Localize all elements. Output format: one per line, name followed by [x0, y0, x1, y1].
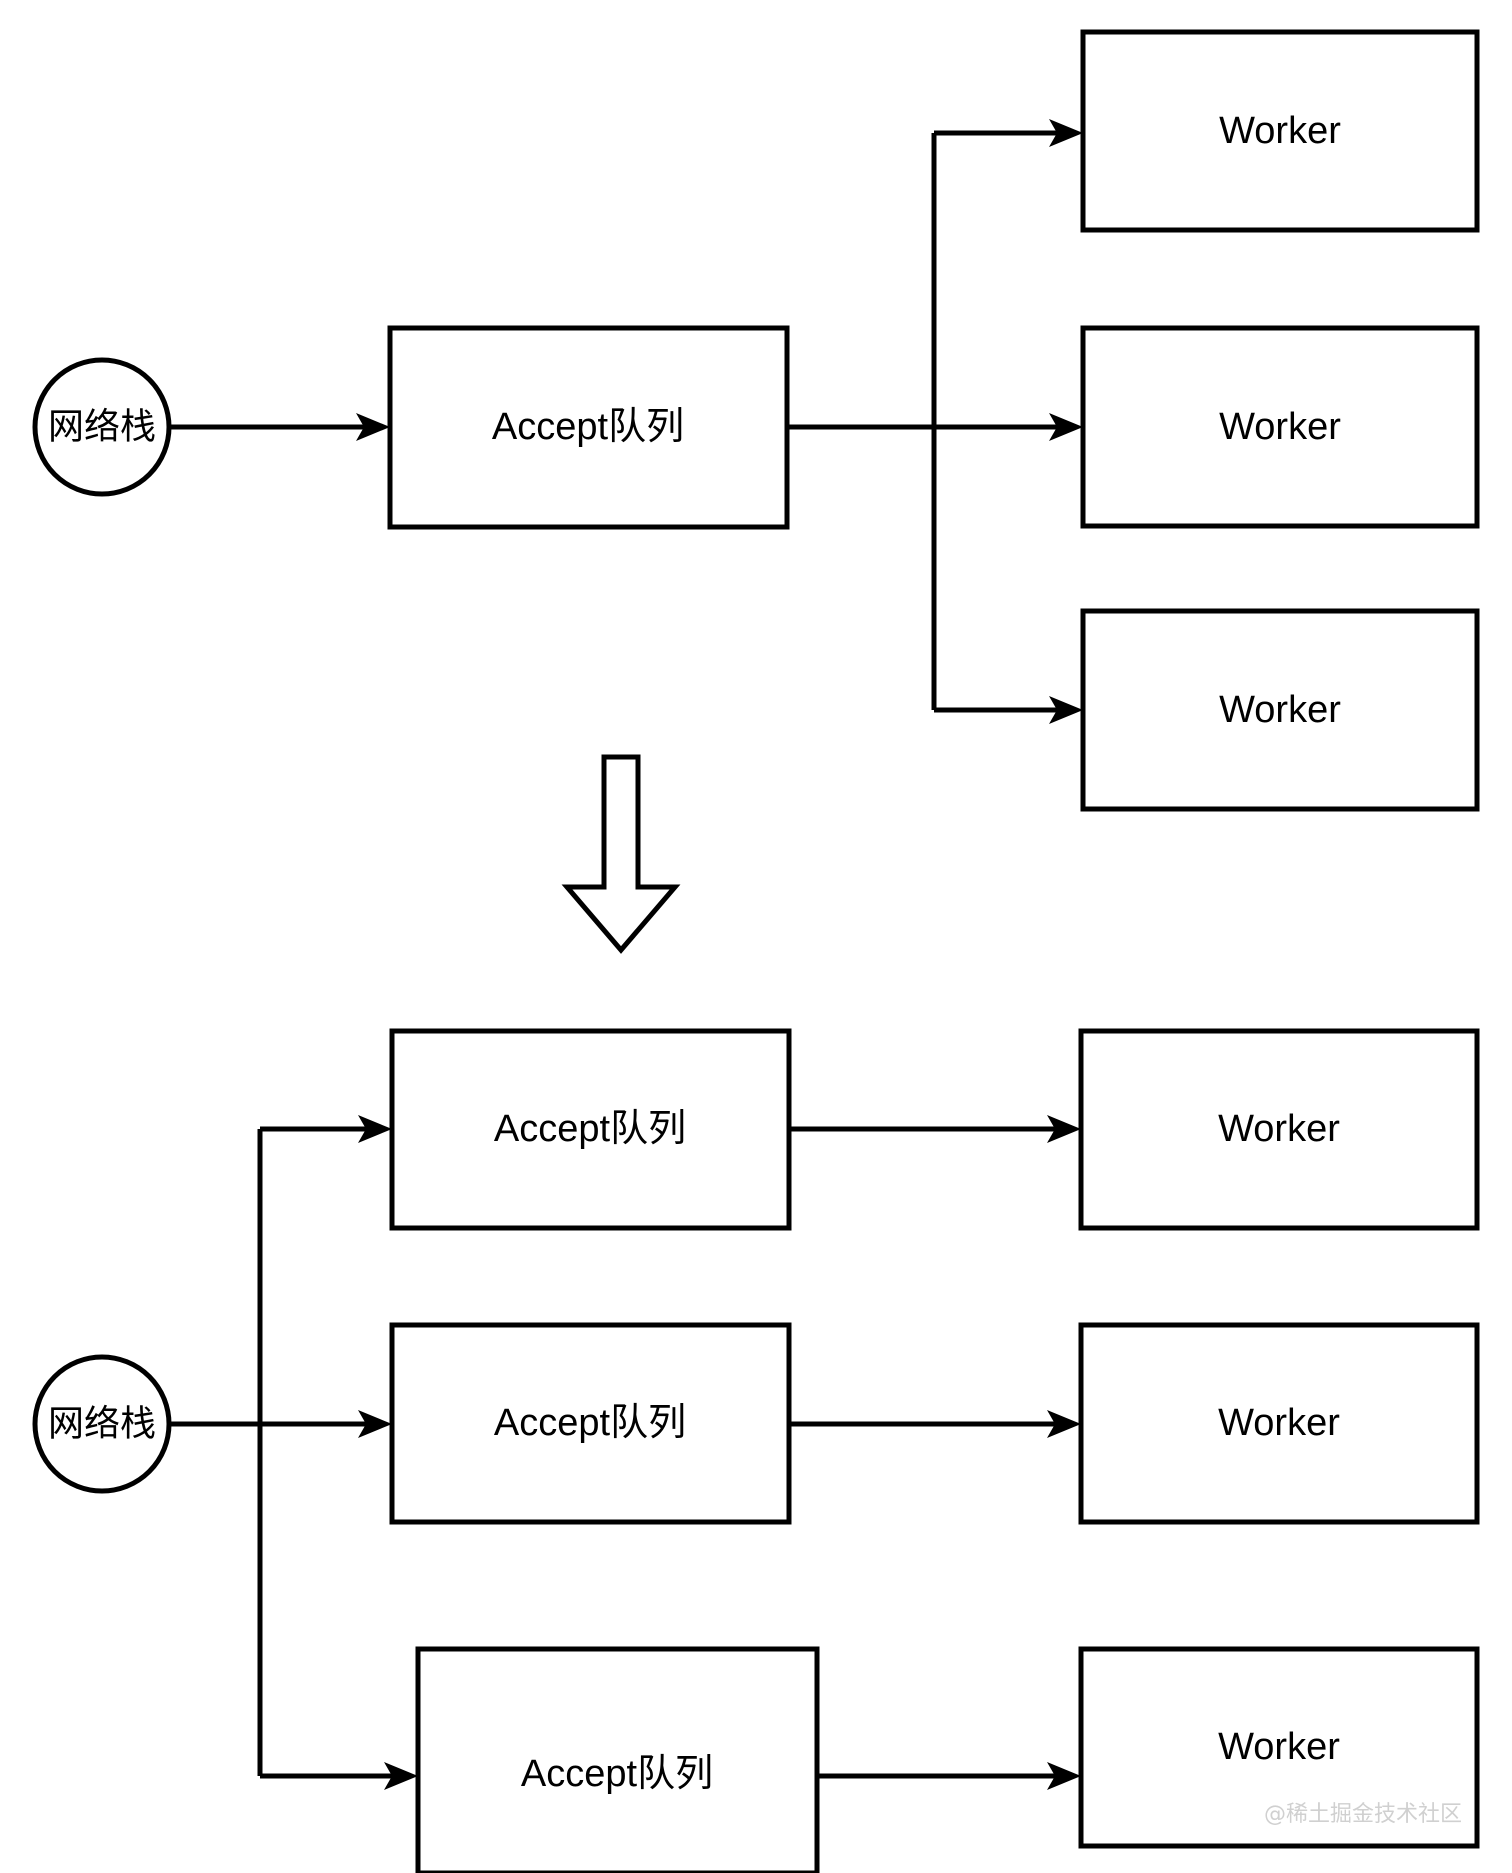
- node-worker-bottom-2[interactable]: Worker: [1078, 1322, 1480, 1525]
- accept-queue-bottom-1-rect: [389, 1028, 792, 1231]
- accept-queue-top-label: Accept队列: [492, 406, 684, 448]
- node-worker-bottom-1[interactable]: Worker: [1078, 1028, 1480, 1231]
- edge-accept1-to-worker1-bottom: [789, 1115, 1081, 1143]
- arrowhead-icon: [356, 413, 390, 441]
- accept-queue-bottom-3-label: Accept队列: [521, 1753, 713, 1795]
- worker-bottom-2-rect: [1078, 1322, 1480, 1525]
- edge-accept-to-workers-top: [787, 119, 1083, 724]
- accept-queue-bottom-2-rect: [389, 1322, 792, 1525]
- watermark: @稀土掘金技术社区: [1264, 1802, 1462, 1827]
- node-worker-top-1[interactable]: Worker: [1080, 29, 1480, 233]
- arrowhead-icon: [358, 1115, 392, 1143]
- worker-top-2-label: Worker: [1219, 406, 1341, 448]
- worker-bottom-1-rect: [1078, 1028, 1480, 1231]
- net-stack-top-label: 网络栈: [48, 406, 156, 447]
- worker-bottom-2-label: Worker: [1218, 1402, 1340, 1444]
- worker-top-3-label: Worker: [1219, 689, 1341, 731]
- node-worker-bottom-3[interactable]: Worker: [1078, 1646, 1480, 1849]
- arrowhead-icon: [1047, 1410, 1081, 1438]
- edge-netstack-to-accepts-bottom: [169, 1115, 418, 1790]
- worker-bottom-3-label: Worker: [1218, 1726, 1340, 1768]
- net-stack-bottom-label: 网络栈: [48, 1403, 156, 1444]
- accept-queue-top-rect: [387, 325, 790, 530]
- node-accept-queue-top[interactable]: Accept队列: [387, 325, 790, 530]
- accept-queue-bottom-2-label: Accept队列: [494, 1402, 686, 1444]
- node-net-stack-bottom[interactable]: 网络栈: [32, 1354, 172, 1494]
- node-accept-queue-bottom-2[interactable]: Accept队列: [389, 1322, 792, 1525]
- worker-bottom-3-rect: [1078, 1646, 1480, 1849]
- arrowhead-icon: [1049, 696, 1083, 724]
- arrowhead-icon: [1049, 413, 1083, 441]
- worker-top-1-rect: [1080, 29, 1480, 233]
- node-accept-queue-bottom-3[interactable]: Accept队列: [415, 1646, 820, 1873]
- accept-queue-bottom-1-label: Accept队列: [494, 1108, 686, 1150]
- arrowhead-icon: [358, 1410, 392, 1438]
- worker-top-2-rect: [1080, 325, 1480, 529]
- edge-netstack-to-accept-top: [169, 413, 390, 441]
- accept-queue-bottom-3-rect: [415, 1646, 820, 1873]
- edge-accept2-to-worker2-bottom: [789, 1410, 1081, 1438]
- arrowhead-icon: [1047, 1762, 1081, 1790]
- arrowhead-icon: [1047, 1115, 1081, 1143]
- worker-top-1-label: Worker: [1219, 110, 1341, 152]
- arrowhead-icon: [384, 1762, 418, 1790]
- node-net-stack-top[interactable]: 网络栈: [32, 357, 172, 497]
- worker-top-3-rect: [1080, 608, 1480, 812]
- node-worker-top-2[interactable]: Worker: [1080, 325, 1480, 529]
- worker-bottom-1-label: Worker: [1218, 1108, 1340, 1150]
- arrowhead-icon: [1049, 119, 1083, 147]
- node-worker-top-3[interactable]: Worker: [1080, 608, 1480, 812]
- edge-accept3-to-worker3-bottom: [817, 1762, 1081, 1790]
- node-accept-queue-bottom-1[interactable]: Accept队列: [389, 1028, 792, 1231]
- transition-arrow-down-icon: [561, 754, 681, 954]
